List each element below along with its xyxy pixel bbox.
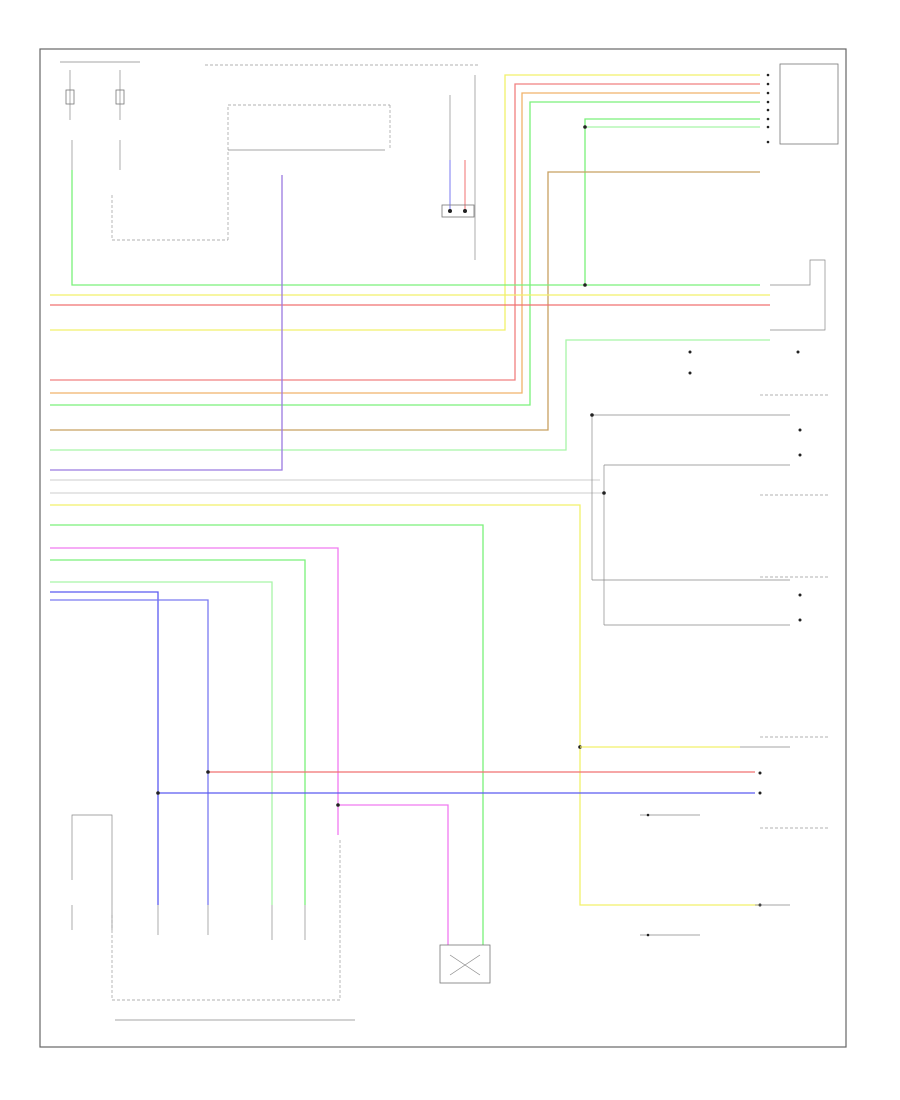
relay-box xyxy=(111,104,391,241)
front-door-switches xyxy=(591,394,830,829)
splice-dot-icon xyxy=(156,791,160,795)
wire-blue-2 xyxy=(50,599,209,905)
splice-dot-icon xyxy=(583,283,587,287)
splice-dot-icon xyxy=(590,413,594,417)
wire-violet xyxy=(50,175,283,471)
wire-green-left xyxy=(71,170,760,286)
splice-dot-icon xyxy=(583,125,587,129)
wire-green-mid xyxy=(50,524,484,945)
bottom-right-ground xyxy=(640,813,700,937)
ground-icon xyxy=(688,350,800,375)
door-lock-switch xyxy=(441,75,476,260)
fuse-block xyxy=(60,61,140,170)
wire-blue-1 xyxy=(50,591,159,905)
wire-light-green xyxy=(50,581,273,905)
motor-icon xyxy=(439,944,491,984)
wire-yellow-long xyxy=(50,504,760,906)
diagram-frame xyxy=(39,48,847,1048)
door-lock-switch-assembly xyxy=(71,814,355,1021)
wire-pink xyxy=(50,547,339,835)
splice-dot-icon xyxy=(206,770,210,774)
rear-door-switches xyxy=(755,771,790,907)
top-wire-bundle xyxy=(50,74,770,451)
splice-dot-icon xyxy=(336,803,340,807)
right-switch-loop xyxy=(770,259,826,331)
wire-green-2 xyxy=(50,559,306,905)
right-connector-block xyxy=(766,63,839,145)
splice-dot-icon xyxy=(602,491,606,495)
wire-pink-lower xyxy=(338,804,449,945)
